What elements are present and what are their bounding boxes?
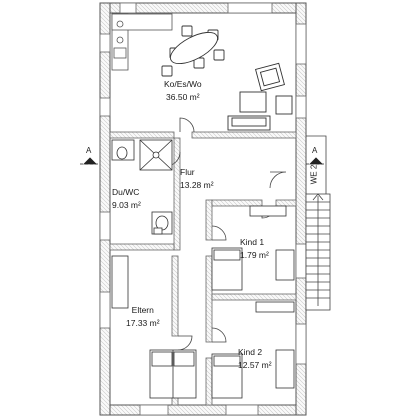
room-label-hall: Flur 13.28 m² bbox=[180, 166, 214, 192]
kitchen-counter bbox=[111, 13, 173, 71]
room-area: 17.33 m² bbox=[126, 318, 160, 328]
room-name: Du/WC bbox=[112, 187, 140, 197]
parents-furniture bbox=[111, 255, 197, 399]
doors bbox=[165, 117, 287, 351]
bathroom-fixtures bbox=[111, 139, 173, 235]
kid1-furniture bbox=[211, 205, 295, 291]
kid2-furniture bbox=[211, 301, 295, 399]
room-label-bath: Du/WC 9.03 m² bbox=[112, 186, 141, 212]
section-mark-left: A bbox=[86, 146, 92, 155]
outer-walls bbox=[99, 2, 307, 416]
section-line bbox=[80, 157, 326, 165]
room-name: Kind 2 bbox=[238, 347, 263, 357]
stair-label: WE 2 bbox=[309, 164, 319, 185]
interior-walls bbox=[109, 131, 297, 406]
room-name: Kind 1 bbox=[240, 237, 265, 247]
room-label-kid2: Kind 2 12.57 m² bbox=[238, 346, 272, 372]
staircase bbox=[305, 135, 331, 311]
room-area: 36.50 m² bbox=[166, 92, 200, 102]
windows bbox=[99, 2, 307, 416]
section-mark-right: A bbox=[312, 146, 318, 155]
room-name: Flur bbox=[180, 167, 195, 177]
room-name: Ko/Es/Wo bbox=[164, 79, 202, 89]
room-label-kid1: Kind 1 1.79 m² bbox=[240, 236, 269, 262]
room-area: 13.28 m² bbox=[180, 180, 214, 190]
room-area: 9.03 m² bbox=[112, 200, 141, 210]
armchair bbox=[255, 62, 285, 92]
dining-table bbox=[161, 25, 225, 77]
room-name: Eltern bbox=[131, 305, 154, 315]
room-area: 12.57 m² bbox=[238, 360, 272, 370]
room-area: 1.79 m² bbox=[240, 250, 269, 260]
room-label-parents: Eltern 17.33 m² bbox=[126, 304, 160, 330]
room-label-living: Ko/Es/Wo 36.50 m² bbox=[164, 78, 202, 104]
sofa-set bbox=[227, 91, 293, 131]
